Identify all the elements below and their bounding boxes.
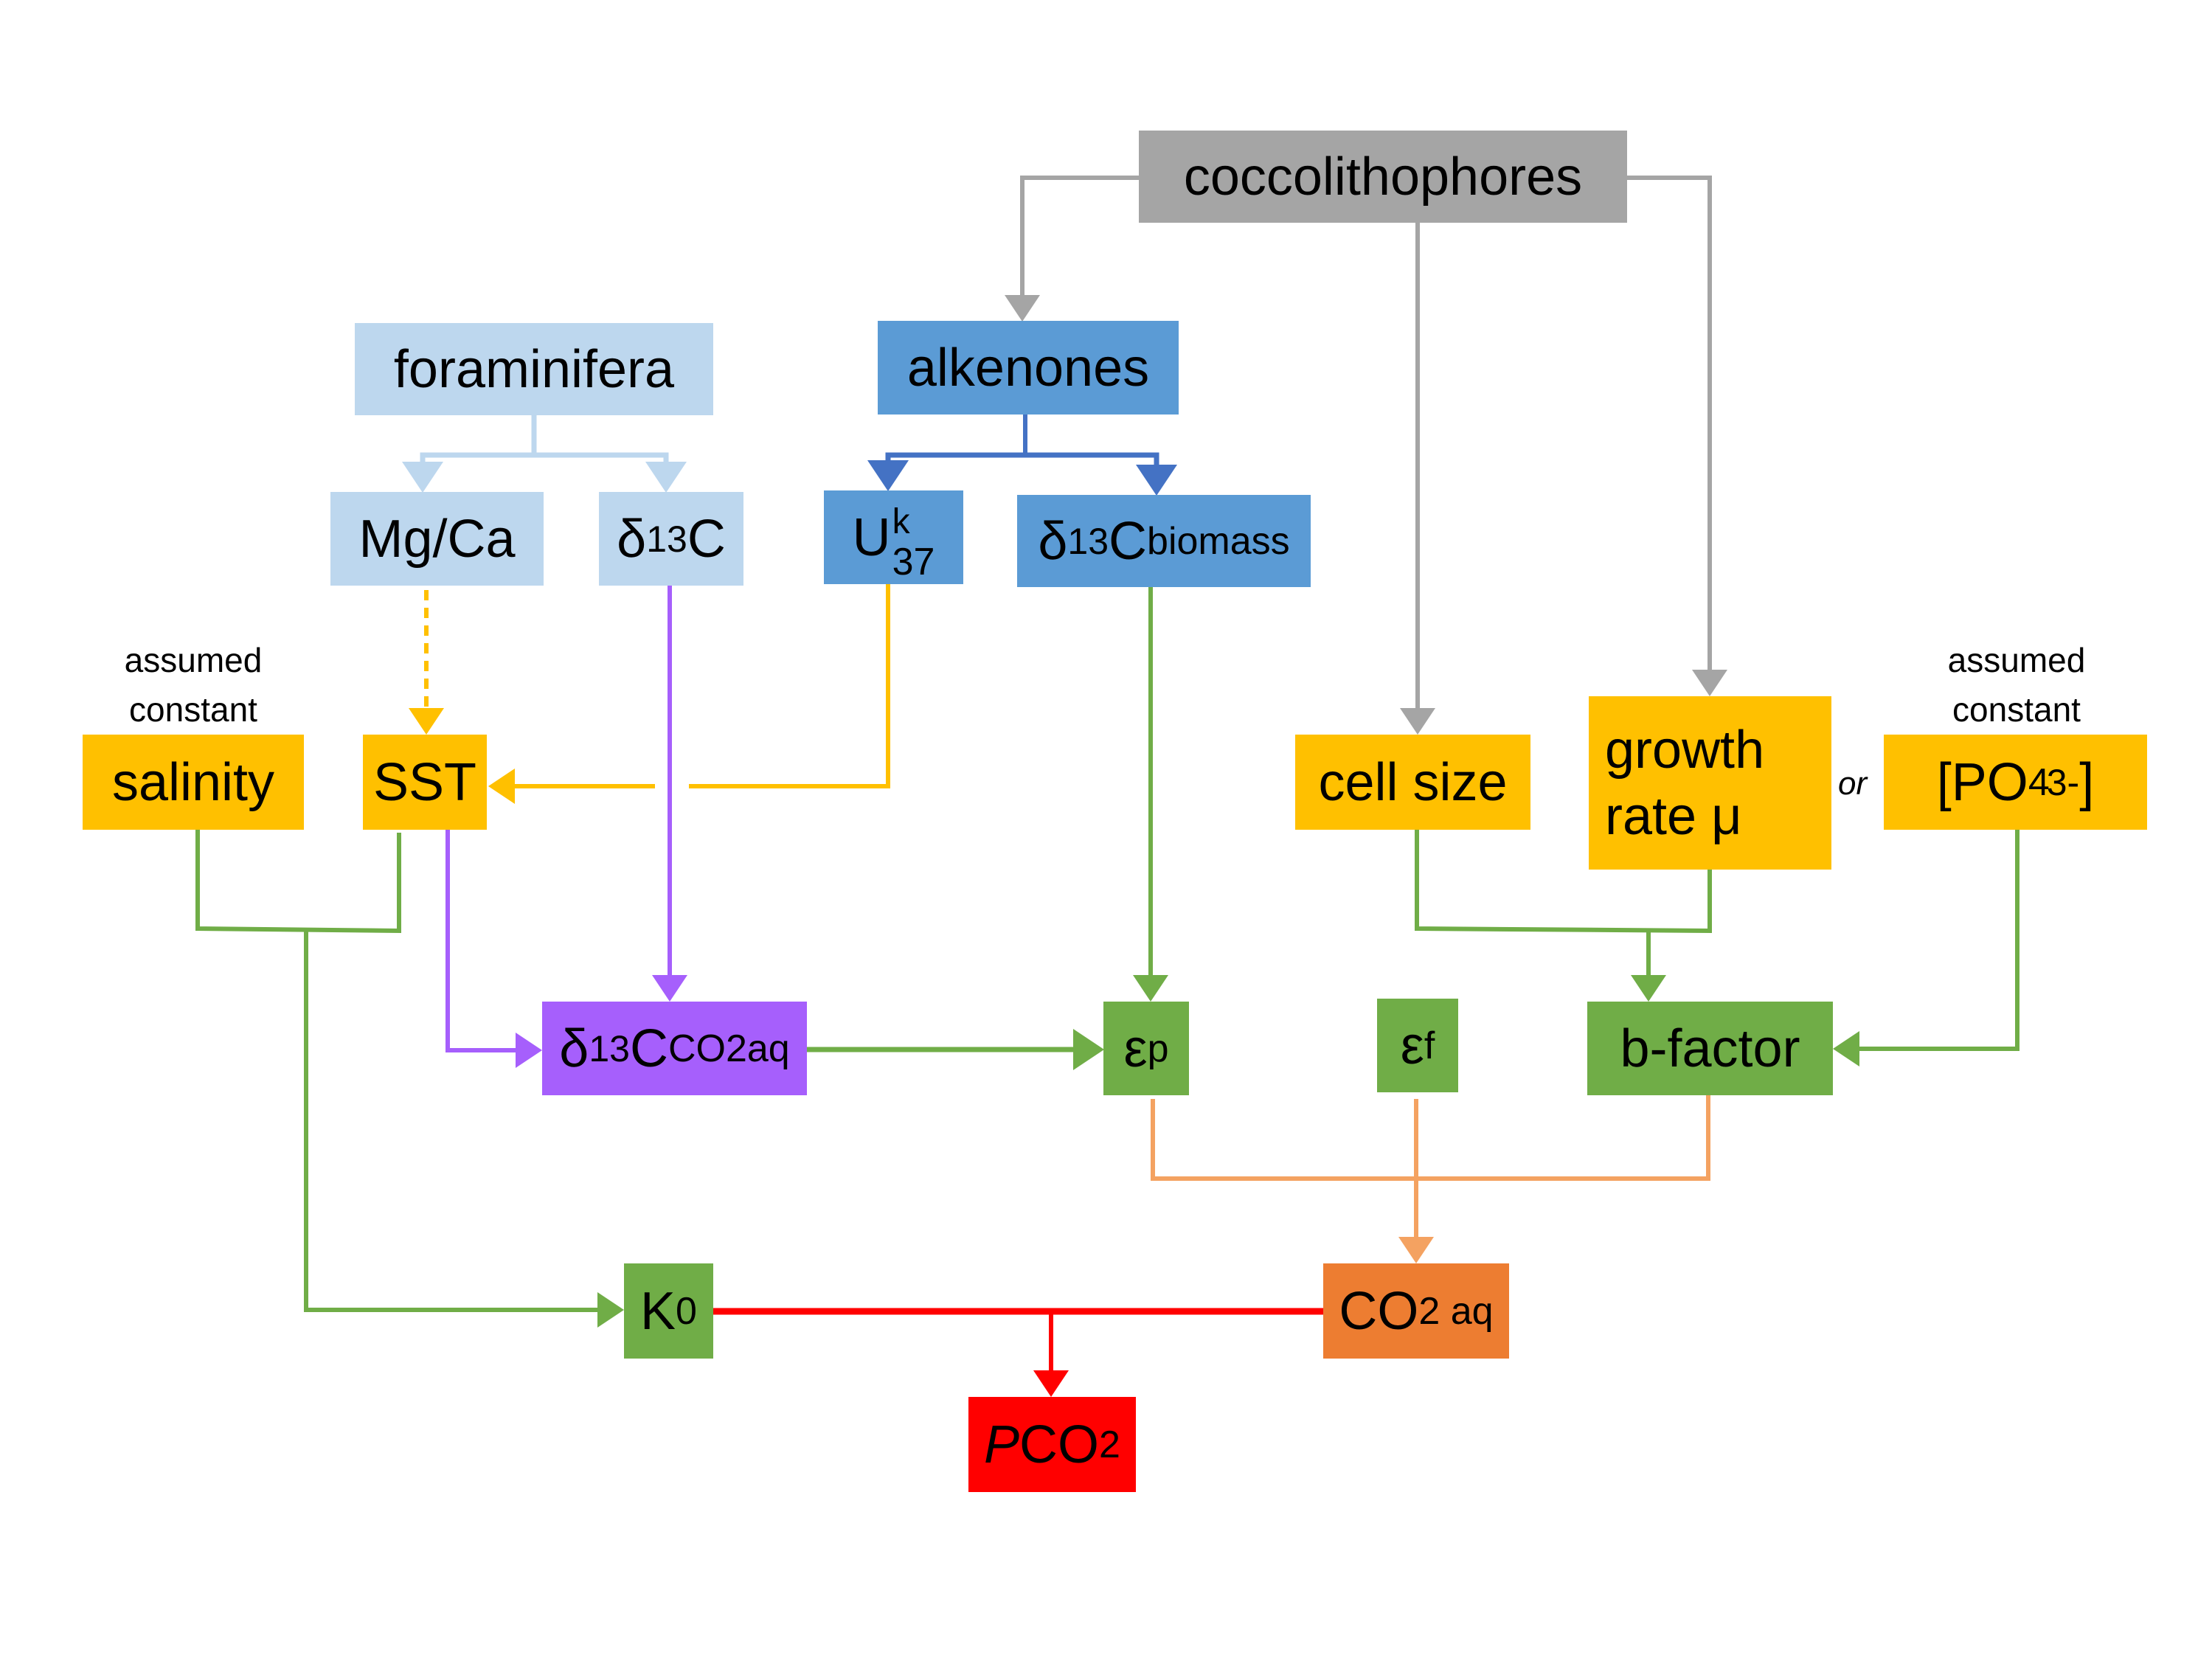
phosphate-subscript: 4	[2028, 760, 2050, 804]
node-label: alkenones	[906, 338, 1150, 398]
delta-symbol: δ	[559, 1019, 589, 1078]
2aq-subscript: 2 aq	[1418, 1289, 1494, 1333]
note-po4-assumed-constant: assumed constant	[1906, 636, 2127, 734]
co2aq-subscript: CO2aq	[668, 1027, 790, 1070]
biomass-subscript: biomass	[1147, 519, 1290, 563]
f-subscript: f	[1424, 1024, 1435, 1067]
p-italic: P	[984, 1415, 1020, 1474]
k-symbol: K	[640, 1281, 676, 1341]
node-cell-size: cell size	[1295, 735, 1530, 830]
carbon-symbol: C	[629, 1019, 668, 1078]
connector-cellsize-growth	[1415, 830, 1712, 934]
node-label: foraminifera	[393, 339, 675, 399]
arrow-cocco-to-growthrate	[1627, 176, 1727, 696]
node-label: salinity	[111, 752, 275, 812]
note-line: assumed	[1947, 641, 2086, 679]
k-superscript: k	[892, 502, 910, 541]
arrow-alkenones-to-d13cbiomass	[1025, 452, 1177, 496]
note-line: constant	[1952, 690, 2081, 729]
carbon-symbol: C	[687, 509, 726, 569]
delta-symbol: δ	[617, 509, 647, 569]
note-line: assumed	[124, 641, 263, 679]
p-subscript: p	[1147, 1027, 1169, 1070]
note-salinity-assumed-constant: assumed constant	[83, 636, 304, 734]
zero-subscript: 0	[676, 1289, 697, 1333]
note-line: constant	[129, 690, 257, 729]
node-salinity: salinity	[83, 735, 304, 830]
node-alkenones: alkenones	[878, 321, 1179, 414]
node-label: cell size	[1318, 752, 1508, 812]
node-sst: SST	[363, 735, 487, 830]
node-label: coccolithophores	[1183, 147, 1583, 207]
carbon-symbol: C	[1109, 511, 1148, 571]
node-coccolithophores: coccolithophores	[1139, 131, 1627, 223]
charge-superscript: 3-	[2046, 761, 2080, 803]
isotope-superscript: 13	[646, 518, 687, 560]
u-symbol: U	[852, 507, 891, 567]
epsilon-symbol: ε	[1123, 1019, 1148, 1078]
arrow-salsst-to-k0	[304, 930, 624, 1328]
node-b-factor: b-factor	[1587, 1002, 1833, 1095]
arrow-alkenones-to-uk37	[867, 452, 1025, 491]
bracket-open: [PO	[1936, 752, 2028, 812]
connector-salinity-sst	[195, 830, 401, 934]
node-mgca: Mg/Ca	[330, 492, 544, 586]
node-label: Mg/Ca	[358, 509, 516, 569]
2-subscript: 2	[1099, 1423, 1120, 1466]
connector-eps-bfactor	[1151, 1095, 1710, 1181]
or-label: or	[1838, 766, 1868, 802]
co-symbol: CO	[1339, 1281, 1419, 1341]
isotope-superscript: 13	[589, 1027, 630, 1069]
node-label: SST	[372, 752, 477, 812]
arrow-po4-to-bfactor	[1833, 830, 2019, 1066]
delta-symbol: δ	[1038, 511, 1068, 571]
connector-uk37	[689, 584, 890, 788]
bracket-close: ]	[2079, 752, 2095, 812]
node-label: b-factor	[1620, 1019, 1800, 1078]
arrow-sst-to-d13cco2aq	[445, 830, 542, 1068]
node-label-line1: growth	[1605, 720, 1765, 780]
arrow-foram-to-d13c	[534, 452, 687, 493]
isotope-superscript: 13	[1067, 520, 1109, 562]
arrow-foram-to-mgca	[402, 452, 534, 493]
node-foraminifera: foraminifera	[355, 323, 713, 415]
arrow-cocco-to-alkenones	[1005, 176, 1139, 322]
epsilon-symbol: ε	[1400, 1016, 1424, 1075]
node-growth-rate: growth rate μ	[1589, 696, 1831, 870]
37-subscript: 37	[892, 540, 935, 583]
co-symbol: CO	[1019, 1415, 1100, 1474]
node-label-line2: rate μ	[1605, 786, 1742, 846]
